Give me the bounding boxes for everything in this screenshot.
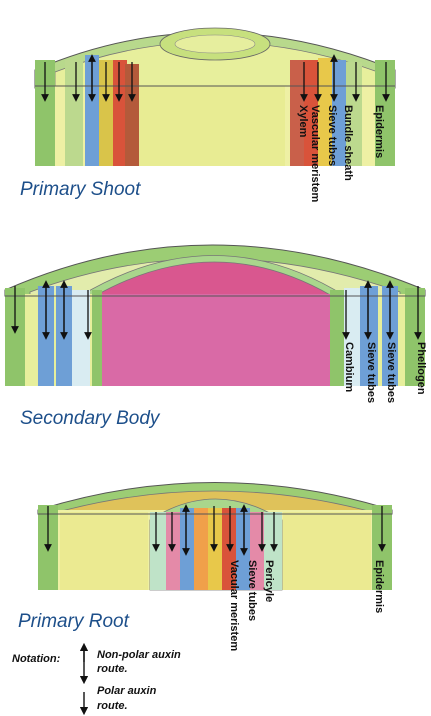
notation-polar-line2: route. xyxy=(97,700,128,712)
label-sieve-tubes-1: Sieve tubes xyxy=(365,342,377,403)
label-vascular-meristem: Vascular meristem xyxy=(309,105,321,202)
label-pericyle: Pericyle xyxy=(263,560,275,602)
title-primary-root: Primary Root xyxy=(18,611,130,632)
label-root-sieve-tubes: Sieve tubes xyxy=(246,560,258,621)
label-bundle-sheath: Bundle sheath xyxy=(342,105,354,181)
label-epidermis: Epidermis xyxy=(373,105,385,158)
label-phellogen: Phellogen xyxy=(415,342,427,395)
secondary-body-section: Cambium Sieve tubes Sieve tubes Phelloge… xyxy=(5,245,427,429)
notation-nonpolar-line1: Non-polar auxin xyxy=(97,649,181,661)
notation-nonpolar-line2: route. xyxy=(97,663,128,675)
label-cambium: Cambium xyxy=(343,342,355,392)
title-secondary-body: Secondary Body xyxy=(20,408,161,429)
label-root-epidermis: Epidermis xyxy=(373,560,385,613)
notation-heading: Notation: xyxy=(12,653,61,665)
label-xylem: Xylem xyxy=(297,105,309,138)
title-primary-shoot: Primary Shoot xyxy=(20,179,141,200)
label-vacular-meristem: Vacular meristem xyxy=(228,560,240,651)
notation-polar-line1: Polar auxin xyxy=(97,685,157,697)
primary-root-section: Vacular meristem Sieve tubes Pericyle Ep… xyxy=(18,483,392,652)
notation-legend: Notation: Non-polar auxin route. Polar a… xyxy=(12,647,181,712)
label-sieve-tubes: Sieve tubes xyxy=(326,105,338,166)
primary-shoot-section: Xylem Vascular meristem Sieve tubes Bund… xyxy=(20,28,395,202)
label-sieve-tubes-2: Sieve tubes xyxy=(385,342,397,403)
